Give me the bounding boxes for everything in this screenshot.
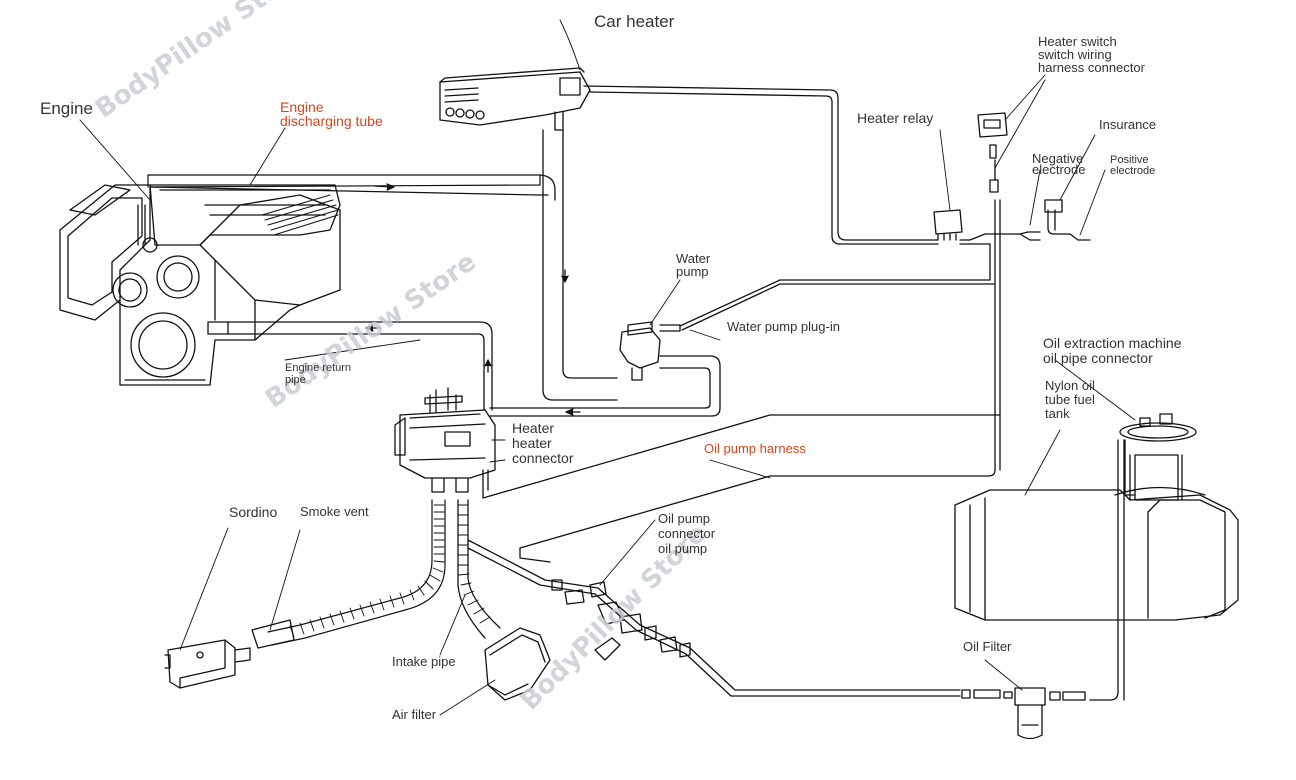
engine-drawing: [59, 184, 341, 386]
label-negative-electrode-1: Negative: [1032, 151, 1084, 166]
sordino-drawing: [164, 639, 251, 689]
label-water-pump-1: Water: [676, 251, 711, 266]
label-heater-relay: Heater relay: [857, 110, 934, 126]
fuel-tank-drawing: [954, 413, 1239, 621]
exhaust-pipe: [251, 499, 446, 649]
intake-pipe: [457, 499, 501, 639]
label-oil-pump-harness: Oil pump harness: [704, 441, 806, 456]
label-heater-switch-1: Heater switch: [1038, 34, 1117, 49]
label-nylon-oil-tube-1: Nylon oil: [1045, 378, 1095, 393]
insurance-fuse-drawing: [1044, 199, 1063, 213]
label-oil-pump-connector-2: connector: [658, 526, 716, 541]
heater-switch-drawing: [977, 112, 1008, 193]
label-engine-discharging-tube-1: Engine: [280, 99, 324, 115]
label-engine-return-pipe-2: pipe: [285, 374, 306, 386]
fuel-line: [467, 439, 1125, 701]
label-oil-extraction-2: oil pipe connector: [1043, 350, 1153, 366]
label-sordino: Sordino: [229, 504, 278, 520]
label-engine-discharging-tube-2: discharging tube: [280, 113, 383, 129]
label-engine: Engine: [40, 99, 93, 118]
water-pump-drawing: [619, 321, 681, 381]
heater-unit-drawing: [394, 387, 1001, 499]
label-intake-pipe: Intake pipe: [392, 654, 456, 669]
heater-relay-drawing: [933, 209, 963, 241]
label-positive-electrode-1: Positive: [1110, 154, 1149, 166]
wiring: [519, 85, 1071, 563]
label-negative-electrode-2: electrode: [1032, 162, 1086, 177]
label-heater-connector-3: connector: [512, 450, 574, 466]
label-oil-extraction-1: Oil extraction machine: [1043, 335, 1182, 351]
oil-pump-drawing: [551, 579, 691, 661]
label-air-filter: Air filter: [392, 707, 437, 722]
label-water-pump-plug-in: Water pump plug-in: [727, 319, 840, 334]
car-heater-drawing: [439, 67, 591, 131]
label-nylon-oil-tube-3: tank: [1045, 406, 1070, 421]
label-insurance: Insurance: [1099, 117, 1157, 132]
label-nylon-oil-tube-2: tube fuel: [1045, 392, 1095, 407]
air-filter-drawing: [484, 627, 551, 701]
label-heater-switch-3: harness connector: [1038, 60, 1145, 75]
label-smoke-vent: Smoke vent: [300, 504, 369, 519]
label-oil-pump-connector-3: oil pump: [658, 541, 708, 556]
oil-filter-drawing: [961, 687, 1086, 740]
label-positive-electrode-2: electrode: [1110, 165, 1156, 177]
label-heater-switch-2: switch wiring: [1038, 47, 1112, 62]
label-heater-connector-1: Heater: [512, 420, 555, 436]
label-water-pump-2: pump: [676, 264, 709, 279]
label-oil-filter: Oil Filter: [963, 639, 1012, 654]
label-oil-pump-connector-1: Oil pump: [658, 511, 711, 526]
label-engine-return-pipe-1: Engine return: [285, 362, 352, 374]
leader-lines: [79, 19, 1136, 716]
label-heater-connector-2: heater: [512, 435, 552, 451]
label-car-heater: Car heater: [594, 12, 675, 31]
